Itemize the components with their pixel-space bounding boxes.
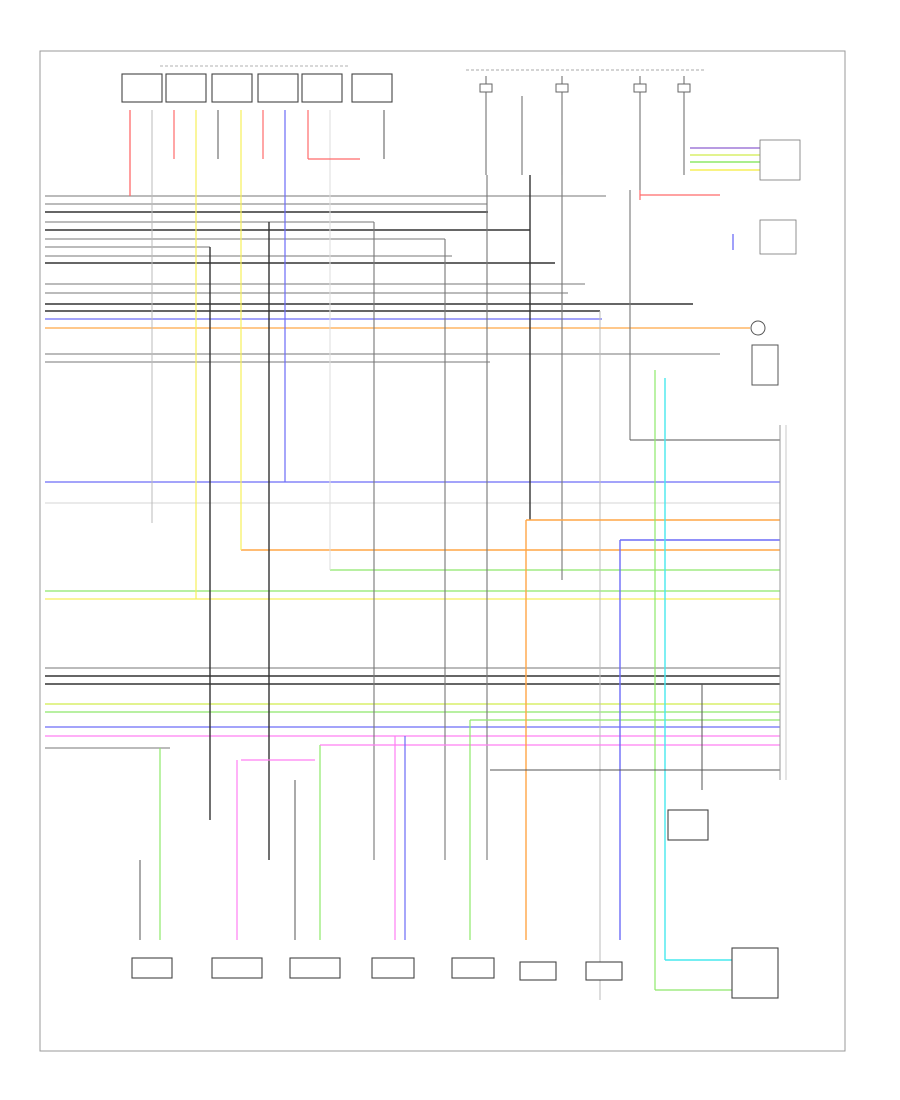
vertical-wires [129,110,780,1000]
component-c [289,957,341,979]
component-b [211,957,263,979]
diagram-frame [39,50,846,1052]
component-i [667,809,709,841]
component-e [451,957,495,979]
component-h [731,947,779,999]
component-d [371,957,415,979]
top-fuse-group [466,69,705,190]
bottom-components [131,809,779,999]
ecu-pin-column [779,425,787,780]
component-f [519,961,557,981]
bus-wires [45,195,780,749]
component-g [585,961,623,981]
top-connector-group [121,65,393,103]
bottom-drops [139,370,780,991]
right-top-switches [690,139,801,386]
component-a [131,957,173,979]
